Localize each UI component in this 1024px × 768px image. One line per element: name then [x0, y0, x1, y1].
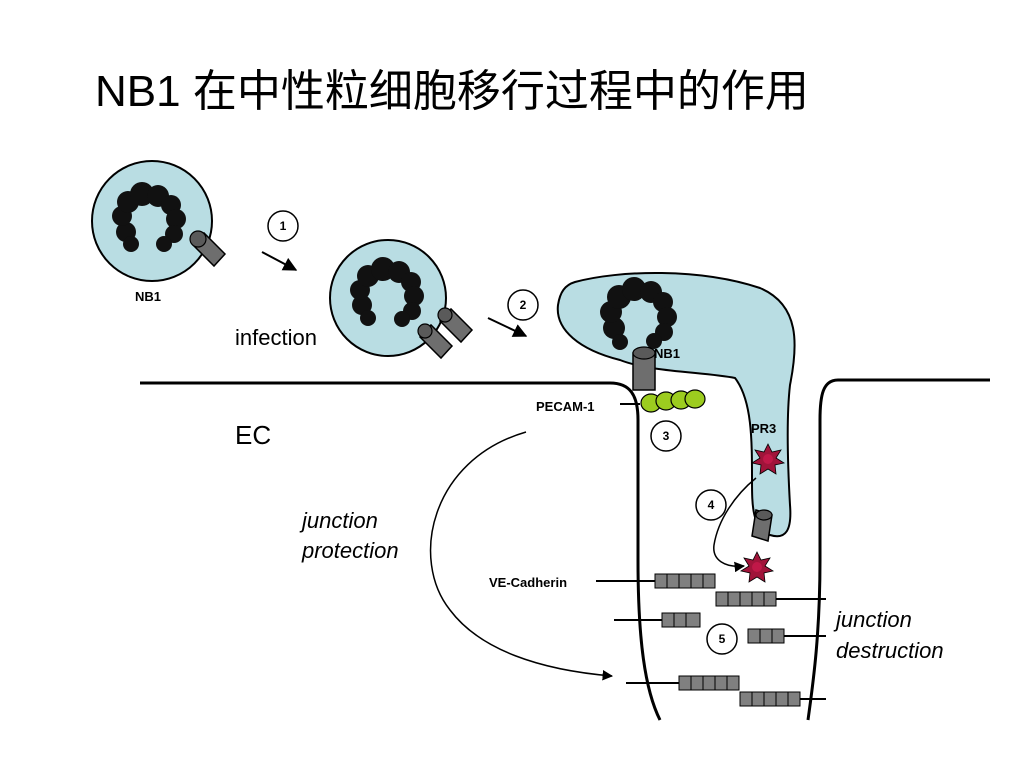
nb1-receptor-tail	[751, 509, 773, 542]
nb1-receptor-3	[632, 346, 656, 391]
ve-cadherin-pair-1	[596, 573, 826, 607]
step-5-badge	[706, 623, 738, 655]
neutrophil-cell-2	[329, 239, 474, 360]
junction-destruction-label-1: junction	[833, 607, 912, 632]
neutrophil-cell-1: NB1	[91, 160, 227, 304]
endothelium	[140, 378, 990, 721]
ve-cadherin-label: VE-Cadherin	[489, 575, 567, 590]
ec-label: EC	[235, 420, 271, 450]
nb1-receptor-2b	[437, 307, 474, 344]
pr3-protease-2	[739, 551, 775, 583]
nucleus-1	[112, 182, 186, 252]
junction-protection-arrow	[429, 431, 614, 681]
nb1-receptor-2a	[417, 323, 454, 360]
neutrophil-cell-3: NB1	[556, 272, 796, 542]
step-2-badge	[507, 289, 539, 321]
junction-protection-label-1: junction	[299, 508, 378, 533]
infection-label: infection	[235, 325, 317, 350]
step-1: 1	[261, 210, 299, 271]
step-2-number: 2	[520, 298, 527, 312]
junction-protection-label-2: protection	[301, 538, 399, 563]
step-2: 2	[487, 289, 539, 337]
step-4-arrow	[713, 477, 757, 573]
nucleus-2	[350, 257, 424, 327]
step-1-badge	[267, 210, 299, 242]
step-3-badge	[650, 420, 682, 452]
step-1-arrow	[261, 251, 298, 271]
step-3-number: 3	[663, 429, 670, 443]
nucleus-3	[600, 277, 677, 350]
endothelium-left-surface	[140, 381, 662, 721]
ve-cadherin-fragment-left	[614, 612, 701, 628]
nb1-label-cell: NB1	[654, 346, 680, 361]
step-5-number: 5	[719, 632, 726, 646]
cell-body	[329, 239, 447, 357]
step-4-badge	[695, 489, 727, 521]
endothelium-right-surface	[806, 378, 990, 721]
step-4-number: 4	[708, 498, 715, 512]
nb1-label-top: NB1	[135, 289, 161, 304]
slide-title: NB1 在中性粒细胞移行过程中的作用	[95, 67, 809, 116]
step-2-arrow	[487, 317, 528, 337]
cell-body	[91, 160, 213, 282]
step-1-number: 1	[280, 219, 287, 233]
nb1-receptor-1	[189, 230, 227, 268]
pr3-label: PR3	[751, 421, 776, 436]
pecam-1-molecule	[620, 389, 706, 413]
pr3-protease-1	[750, 443, 786, 475]
ve-cadherin-pair-2	[626, 675, 826, 707]
junction-destruction-label-2: destruction	[836, 638, 944, 663]
pecam-1-label: PECAM-1	[536, 399, 595, 414]
ve-cadherin-fragment-right	[747, 628, 826, 644]
